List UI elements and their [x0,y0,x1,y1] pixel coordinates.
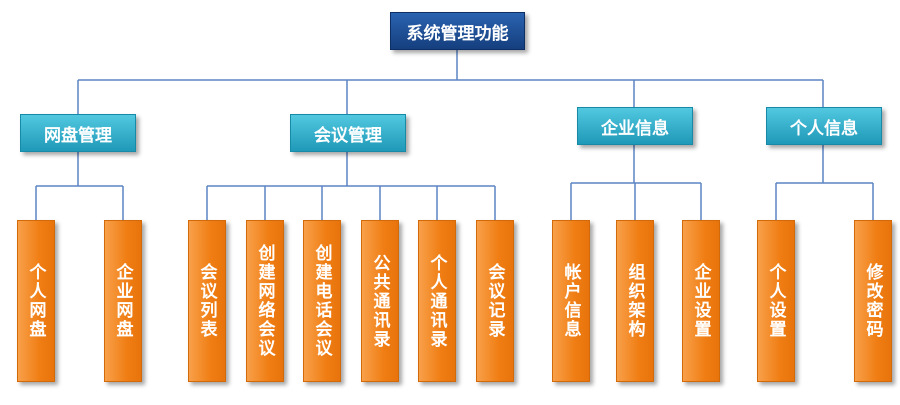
leaf-label: 创建网络会议 [254,244,275,358]
leaf-node: 会议列表 [188,220,226,382]
leaf-node: 企业设置 [682,220,720,382]
leaf-node: 个人设置 [757,220,795,382]
group-label: 网盘管理 [44,125,112,146]
leaf-node: 帐户信息 [552,220,590,382]
leaf-label: 公共通讯录 [369,253,390,349]
group-node-wangpan: 网盘管理 [20,114,136,152]
leaf-node: 公共通讯录 [361,220,399,382]
leaf-node: 企业网盘 [104,220,142,382]
group-node-huiyi: 会议管理 [290,114,406,152]
leaf-label: 企业网盘 [112,263,133,339]
root-label: 系统管理功能 [406,23,509,44]
leaf-label: 创建电话会议 [311,244,332,358]
leaf-label: 帐户信息 [560,263,581,339]
leaf-node: 个人网盘 [17,220,55,382]
root-node: 系统管理功能 [390,12,525,50]
leaf-label: 会议记录 [484,263,505,339]
leaf-node: 会议记录 [476,220,514,382]
leaf-node: 组织架构 [616,220,654,382]
leaf-label: 修改密码 [862,263,883,339]
group-label: 会议管理 [314,125,382,146]
leaf-label: 个人设置 [765,263,786,339]
leaf-label: 企业设置 [690,263,711,339]
leaf-label: 组织架构 [624,263,645,339]
leaf-label: 个人网盘 [25,263,46,339]
leaf-node: 创建电话会议 [303,220,341,382]
leaf-label: 个人通讯录 [426,253,447,349]
leaf-label: 会议列表 [196,263,217,339]
group-node-qiye: 企业信息 [577,107,693,145]
group-node-geren: 个人信息 [766,107,882,145]
group-label: 企业信息 [601,118,669,139]
group-label: 个人信息 [790,118,858,139]
leaf-node: 创建网络会议 [246,220,284,382]
leaf-node: 个人通讯录 [418,220,456,382]
leaf-node: 修改密码 [854,220,892,382]
